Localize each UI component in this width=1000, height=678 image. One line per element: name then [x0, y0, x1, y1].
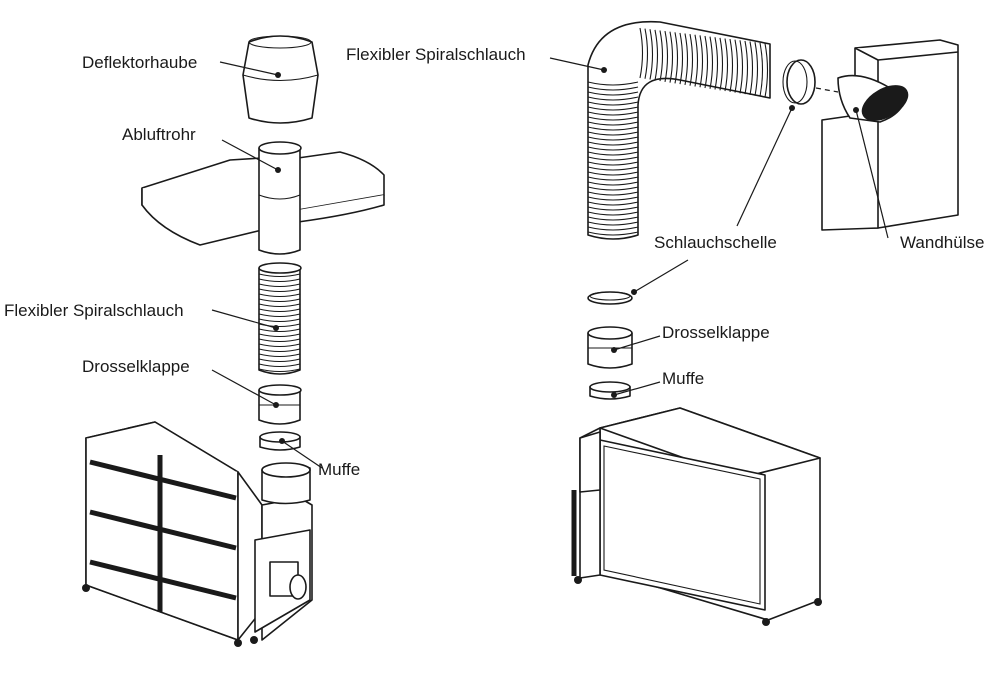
labels: Deflektorhaube Abluftrohr Flexibler Spir…: [4, 45, 984, 479]
label-sleeve-left: Muffe: [318, 460, 360, 479]
label-throttle-valve-left: Drosselklappe: [82, 357, 190, 376]
throttle-valve-left: [258, 384, 302, 425]
label-spiral-hose-right: Flexibler Spiralschlauch: [346, 45, 526, 64]
label-abluftrohr: Abluftrohr: [122, 125, 196, 144]
label-wandhuelse: Wandhülse: [900, 233, 984, 252]
spiral-hose-left: [258, 262, 302, 375]
exhaust-pipe: [258, 141, 302, 255]
cabinet-unit-right: [571, 407, 822, 626]
deflector-hood: [242, 35, 319, 124]
label-schlauchschelle: Schlauchschelle: [654, 233, 777, 252]
leader-lines: [211, 57, 889, 469]
label-sleeve-right: Muffe: [662, 369, 704, 388]
throttle-valve-right: [587, 326, 633, 369]
spiral-hose-right: [587, 20, 771, 240]
label-deflektorhaube: Deflektorhaube: [82, 53, 197, 72]
roof-slab: [141, 151, 385, 246]
wall-block: [821, 39, 959, 231]
hose-clamp-lower: [587, 291, 633, 305]
hose-clamp-top: [782, 59, 816, 105]
sleeve-right: [589, 381, 631, 400]
cabinet-unit-left: [82, 421, 313, 647]
label-spiral-hose-left: Flexibler Spiralschlauch: [4, 301, 184, 320]
label-throttle-valve-right: Drosselklappe: [662, 323, 770, 342]
